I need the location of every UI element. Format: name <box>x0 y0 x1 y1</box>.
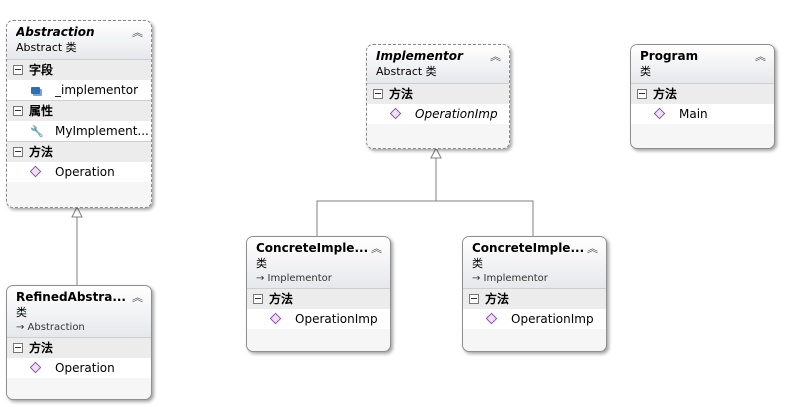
member-method[interactable]: Operation <box>7 358 151 378</box>
class-header: Abstraction Abstract 类 ︽ <box>7 21 151 59</box>
member-label: _implementor <box>55 83 139 97</box>
member-label: Operation <box>55 361 115 375</box>
minus-toggle-icon[interactable] <box>637 88 647 99</box>
connector-concrete-to-implementor <box>316 200 534 236</box>
section-methods[interactable]: 方法 <box>463 288 606 309</box>
member-method[interactable]: Main <box>631 104 774 124</box>
member-method[interactable]: OperationImp <box>367 104 509 124</box>
minus-toggle-icon[interactable] <box>469 293 479 304</box>
section-title: 方法 <box>653 87 678 101</box>
class-kind: Abstract 类 <box>16 41 77 54</box>
inheritance-arrowhead <box>71 205 83 218</box>
field-icon <box>30 87 40 94</box>
member-label: Operation <box>55 165 115 179</box>
minus-toggle-icon[interactable] <box>13 146 23 157</box>
base-class: → Implementor <box>472 273 548 284</box>
minus-toggle-icon[interactable] <box>13 342 23 353</box>
base-class: → Implementor <box>256 273 332 284</box>
double-chevron-up-icon[interactable]: ︽ <box>587 242 598 255</box>
section-title: 属性 <box>29 104 54 118</box>
member-label: Main <box>679 107 708 121</box>
member-label: OperationImp <box>511 312 594 326</box>
inheritance-arrowhead <box>430 146 442 159</box>
static-method-icon <box>653 107 665 120</box>
class-kind: 类 <box>16 306 27 319</box>
section-methods[interactable]: 方法 <box>7 337 151 358</box>
minus-toggle-icon[interactable] <box>13 64 23 75</box>
class-header: RefinedAbstra... 类 → Abstraction ︽ <box>7 286 151 337</box>
minus-toggle-icon[interactable] <box>13 105 23 116</box>
class-refined-abstraction[interactable]: RefinedAbstra... 类 → Abstraction ︽ 方法 Op… <box>6 285 152 400</box>
class-name: Implementor <box>376 49 463 63</box>
wrench-icon: 🔧 <box>30 125 44 138</box>
class-name: RefinedAbstra... <box>16 290 126 304</box>
double-chevron-up-icon[interactable]: ︽ <box>755 50 766 63</box>
class-header: ConcreteImple... 类 → Implementor ︽ <box>247 237 390 288</box>
member-label: MyImplement... <box>55 124 149 138</box>
class-concrete-implementor-b[interactable]: ConcreteImple... 类 → Implementor ︽ 方法 Op… <box>462 236 607 352</box>
member-field[interactable]: _implementor <box>7 80 151 100</box>
section-title: 方法 <box>389 87 414 101</box>
class-header: Program 类 ︽ <box>631 45 774 83</box>
member-label: OperationImp <box>415 107 498 121</box>
class-kind: 类 <box>472 257 483 270</box>
section-title: 方法 <box>29 145 54 159</box>
section-title: 字段 <box>29 63 54 77</box>
method-icon <box>269 312 281 325</box>
class-abstraction[interactable]: Abstraction Abstract 类 ︽ 字段 _implementor… <box>6 20 152 208</box>
section-properties[interactable]: 属性 <box>7 100 151 121</box>
member-method[interactable]: OperationImp <box>463 309 606 329</box>
section-methods[interactable]: 方法 <box>367 83 509 104</box>
section-methods[interactable]: 方法 <box>7 141 151 162</box>
double-chevron-up-icon[interactable]: ︽ <box>132 291 143 304</box>
minus-toggle-icon[interactable] <box>253 293 263 304</box>
class-concrete-implementor-a[interactable]: ConcreteImple... 类 → Implementor ︽ 方法 Op… <box>246 236 391 352</box>
class-name: Abstraction <box>16 25 95 39</box>
class-kind: 类 <box>256 257 267 270</box>
member-property[interactable]: 🔧 MyImplement... <box>7 121 151 141</box>
class-name: Program <box>640 49 699 63</box>
member-method[interactable]: Operation <box>7 162 151 182</box>
class-name: ConcreteImple... <box>256 241 368 255</box>
double-chevron-up-icon[interactable]: ︽ <box>132 26 143 39</box>
class-name: ConcreteImple... <box>472 241 584 255</box>
minus-toggle-icon[interactable] <box>373 88 383 99</box>
section-title: 方法 <box>485 292 510 306</box>
class-kind: 类 <box>640 65 651 78</box>
class-header: Implementor Abstract 类 ︽ <box>367 45 509 83</box>
method-icon <box>29 165 41 178</box>
section-fields[interactable]: 字段 <box>7 59 151 80</box>
section-methods[interactable]: 方法 <box>247 288 390 309</box>
base-class: → Abstraction <box>16 322 85 333</box>
section-title: 方法 <box>269 292 294 306</box>
method-icon <box>29 361 41 374</box>
section-methods[interactable]: 方法 <box>631 83 774 104</box>
member-method[interactable]: OperationImp <box>247 309 390 329</box>
member-label: OperationImp <box>295 312 378 326</box>
class-program[interactable]: Program 类 ︽ 方法 Main <box>630 44 775 149</box>
double-chevron-up-icon[interactable]: ︽ <box>371 242 382 255</box>
method-icon <box>485 312 497 325</box>
class-header: ConcreteImple... 类 → Implementor ︽ <box>463 237 606 288</box>
section-title: 方法 <box>29 341 54 355</box>
method-icon <box>389 107 401 120</box>
class-implementor[interactable]: Implementor Abstract 类 ︽ 方法 OperationImp <box>366 44 510 149</box>
double-chevron-up-icon[interactable]: ︽ <box>490 50 501 63</box>
class-kind: Abstract 类 <box>376 65 437 78</box>
